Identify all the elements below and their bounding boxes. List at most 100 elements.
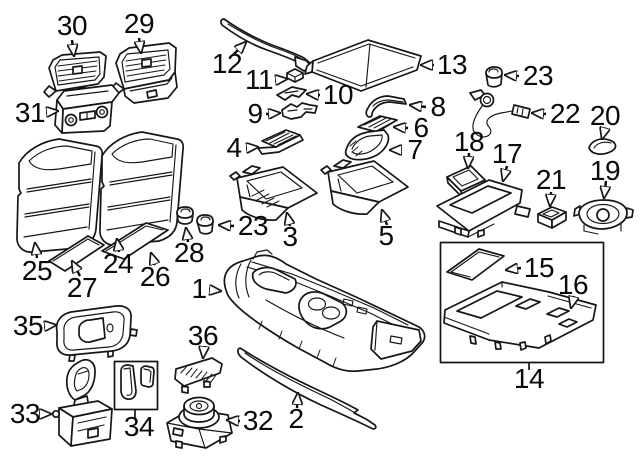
callout-24: 24 — [102, 248, 134, 279]
part-15-trim-panel — [446, 248, 505, 281]
part-3-storage-tray — [229, 165, 318, 221]
callout-29: 29 — [123, 8, 155, 39]
part-20-cap — [588, 138, 617, 155]
callout-23-top: 23 — [522, 60, 554, 91]
arrow-12 — [232, 42, 246, 56]
part-14-trim-plate — [443, 281, 597, 351]
callout-2: 2 — [288, 403, 304, 434]
part-1-console-body — [223, 249, 426, 373]
callout-5: 5 — [378, 220, 394, 251]
callout-25: 25 — [21, 255, 53, 286]
callout-4: 4 — [226, 132, 242, 163]
part-21-holder — [537, 206, 567, 229]
part-35-shifter-surround — [55, 305, 138, 362]
arrow-20 — [602, 128, 605, 139]
callout-arrows — [35, 37, 606, 421]
part-23-lighter-plug-mid — [196, 214, 214, 235]
arrow-21 — [550, 191, 551, 206]
arrow-23-mid — [219, 225, 235, 226]
part-33-gear-shifter — [51, 359, 113, 447]
arrow-19 — [604, 180, 606, 198]
arrow-18 — [468, 152, 469, 168]
arrow-15 — [506, 268, 522, 270]
callout-31: 31 — [14, 97, 46, 128]
part-9-bracket — [281, 102, 318, 120]
part-36-ribbed-bracket — [174, 357, 223, 394]
callout-15: 15 — [523, 252, 555, 283]
callout-19: 19 — [589, 155, 621, 186]
part-4-vent-insert — [257, 129, 304, 155]
callout-35: 35 — [12, 310, 44, 341]
callout-14: 14 — [513, 363, 545, 394]
part-31-control-unit — [54, 84, 120, 134]
callout-8: 8 — [430, 91, 446, 122]
arrow-28 — [186, 228, 188, 243]
part-8-hook-bracket — [365, 95, 407, 118]
callout-9: 9 — [247, 98, 263, 129]
part-24-rear-panel — [99, 131, 185, 246]
part-22-socket-cable — [469, 89, 531, 138]
arrow-27 — [72, 261, 80, 277]
part-2-side-trim — [237, 347, 377, 430]
part-34-cover-kit — [113, 360, 159, 419]
callout-17: 17 — [491, 138, 523, 169]
arrow-35 — [45, 325, 56, 326]
arrow-32 — [227, 420, 241, 421]
arrow-29 — [139, 37, 141, 53]
part-5-storage-tray — [320, 159, 409, 215]
callout-21: 21 — [535, 164, 567, 195]
part-13-armrest-lid — [304, 39, 422, 92]
arrow-16 — [571, 296, 574, 308]
callout-20: 20 — [589, 100, 621, 131]
callout-3: 3 — [282, 221, 298, 252]
part-32-controller — [166, 396, 233, 449]
arrow-5 — [382, 210, 387, 226]
part-11-clip — [286, 68, 304, 83]
callout-11: 11 — [244, 64, 274, 95]
arrow-22 — [532, 113, 547, 114]
callout-30: 30 — [56, 10, 88, 41]
part-29-air-vent — [110, 42, 178, 104]
part-27-mat — [48, 235, 105, 272]
arrow-26 — [151, 253, 155, 265]
callout-12: 12 — [211, 48, 243, 79]
arrow-17 — [503, 165, 507, 181]
arrow-2 — [297, 393, 298, 409]
callout-33: 33 — [9, 398, 41, 429]
arrow-25 — [35, 243, 37, 259]
arrow-30 — [72, 39, 74, 56]
callout-13: 13 — [436, 49, 468, 80]
callout-26: 26 — [139, 261, 171, 292]
arrow-10 — [307, 94, 321, 95]
callout-28: 28 — [173, 237, 205, 268]
arrow-23-top — [505, 75, 520, 76]
callout-7: 7 — [407, 134, 423, 165]
arrow-36 — [203, 347, 204, 358]
part-10-bracket — [276, 86, 307, 101]
part-23-lighter-plug-top — [485, 66, 503, 88]
callout-16: 16 — [557, 269, 589, 300]
part-28-knob — [176, 206, 194, 225]
arrow-3 — [287, 213, 290, 227]
arrow-24 — [117, 239, 119, 253]
arrow-9 — [265, 113, 280, 114]
callout-27: 27 — [66, 272, 98, 303]
part-7-trim-trough — [344, 129, 390, 161]
arrow-11 — [276, 79, 287, 80]
callout-10: 10 — [322, 79, 354, 110]
callout-22: 22 — [549, 98, 581, 129]
arrow-1 — [209, 290, 221, 291]
callout-36: 36 — [187, 320, 219, 351]
callout-23-mid: 23 — [237, 210, 269, 241]
part-19-cupholder — [573, 199, 634, 235]
arrow-4 — [246, 147, 258, 148]
arrow-31 — [46, 111, 58, 112]
part-25-rear-panel — [16, 138, 104, 253]
arrow-6 — [394, 127, 409, 128]
part-17-frame — [436, 179, 531, 238]
callout-1: 1 — [191, 273, 207, 304]
callout-34: 34 — [123, 411, 155, 442]
callout-6: 6 — [413, 112, 429, 143]
